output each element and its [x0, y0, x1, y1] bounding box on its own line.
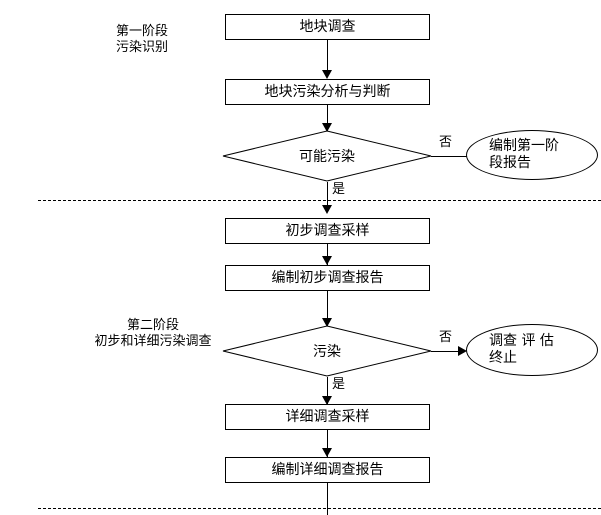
node-pollution-analysis-label: 地块污染分析与判断 [264, 84, 391, 100]
edge-label-yes-1: 是 [332, 182, 346, 197]
node-preliminary-sampling[interactable]: 初步调查采样 [225, 218, 430, 244]
node-preliminary-sampling-label: 初步调查采样 [285, 223, 370, 239]
node-terminate-text: 调查 评 估 终止 [467, 325, 597, 375]
edge-label-no-2: 否 [439, 330, 453, 345]
node-phase1-report-line2: 段报告 [489, 155, 531, 171]
connector-decision1-to-phase1-report [431, 156, 468, 157]
node-detailed-report-label: 编制详细调查报告 [271, 462, 384, 478]
diamond-shape [222, 130, 432, 182]
stage-label-phase-1-line2: 污染识别 [115, 40, 168, 56]
arrowhead-survey-to-analysis [322, 70, 332, 79]
node-phase1-report[interactable]: 编制第一阶 段报告 [466, 130, 598, 180]
node-pollution-analysis[interactable]: 地块污染分析与判断 [225, 79, 430, 105]
connector-detailed-sampling-to-report [327, 430, 328, 457]
node-preliminary-report-label: 编制初步调查报告 [271, 270, 384, 286]
arrowhead-prelim-report-to-decision2 [322, 318, 332, 327]
stage-divider-1 [38, 200, 601, 201]
arrowhead-decision1-yes [322, 205, 332, 214]
connector-decision2-yes [327, 377, 328, 405]
node-terminate-line2: 终止 [489, 350, 517, 366]
node-preliminary-report[interactable]: 编制初步调查报告 [225, 265, 430, 291]
diamond-shape [222, 325, 432, 377]
connector-decision1-yes [327, 182, 328, 212]
node-pollution[interactable]: 污染 [222, 325, 432, 377]
node-site-survey[interactable]: 地块调查 [225, 14, 430, 40]
edge-label-no-1: 否 [439, 135, 453, 150]
connector-prelim-sampling-to-report [327, 244, 328, 265]
node-phase1-report-text: 编制第一阶 段报告 [467, 131, 597, 179]
connector-prelim-report-to-decision2 [327, 291, 328, 327]
stage-divider-2 [38, 508, 601, 509]
arrowhead-analysis-to-decision1 [322, 123, 332, 132]
connector-analysis-to-decision1 [327, 105, 328, 133]
arrowhead-prelim-sampling-to-report [322, 256, 332, 265]
node-possible-pollution[interactable]: 可能污染 [222, 130, 432, 182]
connector-decision2-to-terminate [431, 351, 465, 352]
edge-label-yes-2: 是 [332, 377, 346, 392]
node-detailed-sampling[interactable]: 详细调查采样 [225, 404, 430, 430]
connector-detailed-report-down [327, 483, 328, 515]
node-site-survey-label: 地块调查 [299, 19, 356, 35]
arrowhead-detailed-sampling-to-report [322, 448, 332, 457]
stage-label-phase-2: 第二阶段 初步和详细污染调查 [88, 318, 218, 351]
connector-survey-to-analysis [327, 40, 328, 72]
node-detailed-report[interactable]: 编制详细调查报告 [225, 457, 430, 483]
node-detailed-sampling-label: 详细调查采样 [285, 409, 370, 425]
stage-label-phase-2-line1: 第二阶段 [126, 318, 179, 333]
stage-label-phase-2-line2: 初步和详细污染调查 [94, 334, 212, 350]
stage-label-phase-1: 第一阶段 污染识别 [88, 24, 196, 57]
node-terminate[interactable]: 调查 评 估 终止 [466, 324, 598, 376]
arrowhead-decision2-to-terminate [458, 346, 467, 356]
arrowhead-decision2-yes [322, 396, 332, 405]
node-phase1-report-line1: 编制第一阶 [489, 137, 559, 154]
node-terminate-line1: 调查 评 估 [489, 332, 554, 349]
stage-label-phase-1-line1: 第一阶段 [115, 24, 168, 39]
